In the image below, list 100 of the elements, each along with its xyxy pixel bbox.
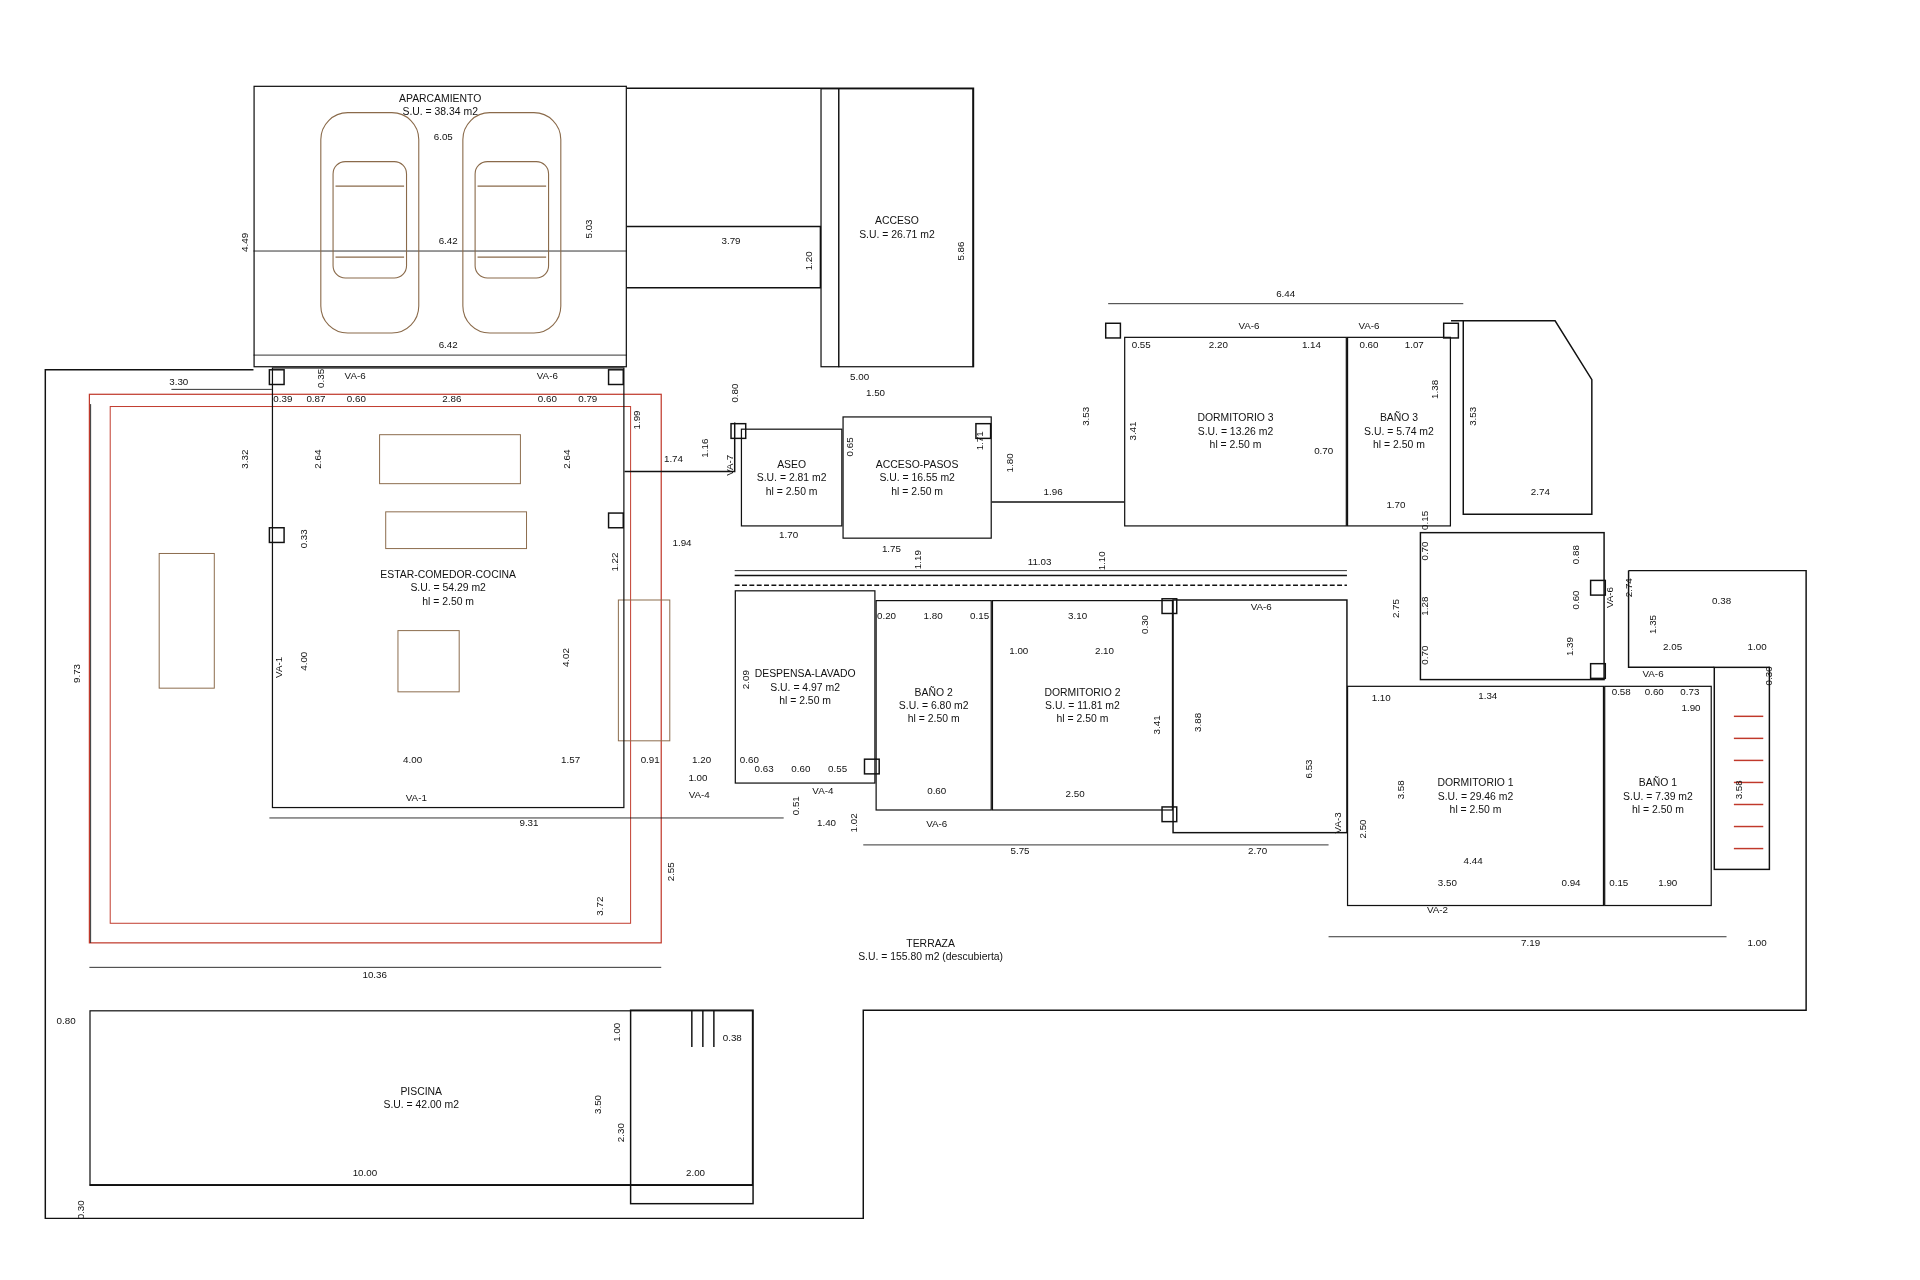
height-text: hl = 2.50 m — [1449, 802, 1502, 817]
dimension-text: 2.75 — [1390, 599, 1402, 619]
dimension-text: 0.80 — [56, 1015, 76, 1027]
dimension-text: 3.72 — [594, 896, 606, 916]
room-outline — [1346, 685, 1605, 907]
dimension-text: 1.20 — [692, 754, 712, 766]
dimension-text: 0.30 — [1139, 614, 1151, 635]
dimension-text: 3.58 — [1395, 780, 1407, 800]
dimension-text: 0.70 — [1314, 445, 1334, 457]
room-name: BAÑO 1 — [1638, 775, 1678, 790]
dimension-text: 0.70 — [1419, 645, 1431, 665]
room-name: BAÑO 3 — [1379, 411, 1419, 425]
area-text: S.U. = 54.29 m2 — [410, 581, 486, 595]
dimension-text: 1.16 — [699, 438, 711, 458]
window-code: VA-6 — [344, 370, 366, 382]
window-code: VA-4 — [812, 785, 834, 797]
room-name: DESPENSA-LAVADO — [754, 666, 856, 681]
dimension-text: 3.53 — [1080, 406, 1092, 426]
dimension-text: 1.70 — [779, 529, 799, 541]
dimension-text: 1.57 — [561, 754, 581, 766]
dimension-text: 3.41 — [1127, 421, 1139, 441]
dimension-text: 0.73 — [1680, 686, 1700, 698]
dimension-text: 1.94 — [672, 536, 692, 548]
dimension-text: 3.32 — [239, 449, 251, 469]
dimension-text: 0.87 — [306, 393, 326, 405]
dimension-text: 0.55 — [828, 763, 848, 775]
dimension-text: 0.80 — [729, 383, 741, 403]
window-code: VA-6 — [1250, 601, 1272, 613]
area-text: S.U. = 38.34 m2 — [402, 105, 478, 119]
window-code: VA-1 — [273, 656, 285, 678]
dimension-text: 2.00 — [685, 1167, 706, 1179]
dimension-text: 0.15 — [970, 610, 990, 622]
dimension-text: 1.74 — [663, 453, 683, 465]
dimension-text: 1.80 — [923, 610, 943, 622]
dimension-text: 0.15 — [1609, 877, 1629, 889]
dimension-text: 0.60 — [1644, 686, 1664, 698]
dimension-text: 0.60 — [1359, 339, 1379, 351]
dimension-text: 2.09 — [740, 670, 752, 690]
area-text: S.U. = 6.80 m2 — [898, 698, 969, 713]
dimension-text: 5.75 — [1010, 845, 1030, 857]
dimension-text: 6.53 — [1303, 759, 1315, 779]
dimension-text: 0.39 — [273, 393, 293, 405]
dimension-text: 1.28 — [1419, 596, 1431, 616]
dimension-text: 1.99 — [631, 410, 643, 430]
dimension-text: 1.70 — [1386, 499, 1406, 510]
height-text: hl = 2.50 m — [765, 484, 818, 498]
dimension-text: 6.42 — [438, 235, 458, 247]
dimension-text: 0.60 — [1570, 590, 1582, 610]
dimension-text: 2.20 — [1208, 339, 1228, 351]
area-text: S.U. = 13.26 m2 — [1197, 424, 1274, 439]
dimension-text: 2.64 — [561, 449, 573, 469]
dimension-text: 1.50 — [865, 387, 886, 399]
dimension-text: 0.15 — [1419, 510, 1431, 530]
dimension-text: 1.22 — [609, 552, 621, 572]
dimension-text: 0.65 — [844, 437, 856, 457]
dimension-text: 9.31 — [519, 817, 539, 829]
dimension-text: 1.80 — [1004, 453, 1016, 473]
dimension-text: 1.00 — [1747, 937, 1767, 949]
window-code: VA-2 — [1427, 904, 1449, 916]
dimension-text: 2.50 — [1357, 819, 1369, 839]
room-name: TERRAZA — [906, 936, 955, 951]
dimension-text: 0.35 — [315, 368, 327, 388]
dimension-text: 1.00 — [688, 772, 708, 784]
dimension-text: 3.50 — [1437, 877, 1457, 889]
dimension-text: 4.44 — [1463, 855, 1483, 867]
dimension-text: 4.00 — [298, 651, 310, 671]
dimension-text: 1.20 — [803, 251, 815, 271]
dimension-text: 6.05 — [433, 131, 453, 143]
area-text: S.U. = 155.80 m2 (descubierta) — [858, 950, 1004, 964]
dimension-text: 4.49 — [239, 232, 251, 252]
room-outline — [991, 600, 1174, 811]
dimension-text: 0.20 — [877, 610, 897, 622]
height-text: hl = 2.50 m — [1209, 438, 1262, 452]
height-text: hl = 2.50 m — [779, 693, 831, 708]
dimension-text: 0.91 — [640, 754, 660, 766]
dimension-text: 1.90 — [1681, 702, 1701, 714]
dimension-text: 10.00 — [352, 1167, 378, 1179]
dimension-text: 6.44 — [1276, 288, 1296, 300]
dimension-text: 1.75 — [881, 543, 901, 555]
dimension-text: 10.36 — [362, 969, 387, 981]
dimension-text: 0.60 — [791, 763, 811, 775]
dimension-text: 5.86 — [955, 241, 967, 261]
room-name: DORMITORIO 2 — [1044, 685, 1121, 699]
dimension-text: 0.70 — [1419, 541, 1431, 561]
dimension-text: 6.42 — [438, 339, 458, 351]
window-code: VA-1 — [405, 792, 427, 804]
dimension-text: 7.19 — [1521, 937, 1541, 949]
dimension-text: 1.38 — [1429, 379, 1441, 399]
dimension-text: 3.53 — [1467, 406, 1479, 426]
dimension-text: 1.10 — [1096, 551, 1108, 571]
dimension-text: 0.63 — [754, 763, 774, 775]
dimension-text: 0.60 — [927, 785, 947, 797]
window-code: VA-6 — [1642, 667, 1664, 679]
dimension-text: 0.60 — [346, 393, 366, 405]
room-outline — [271, 367, 625, 809]
dimension-text: 2.70 — [1248, 845, 1268, 857]
window-code: VA-6 — [926, 818, 948, 830]
dimension-text: 5.03 — [583, 219, 595, 239]
dimension-text: 3.10 — [1068, 610, 1088, 622]
dimension-text: 1.19 — [912, 550, 924, 570]
